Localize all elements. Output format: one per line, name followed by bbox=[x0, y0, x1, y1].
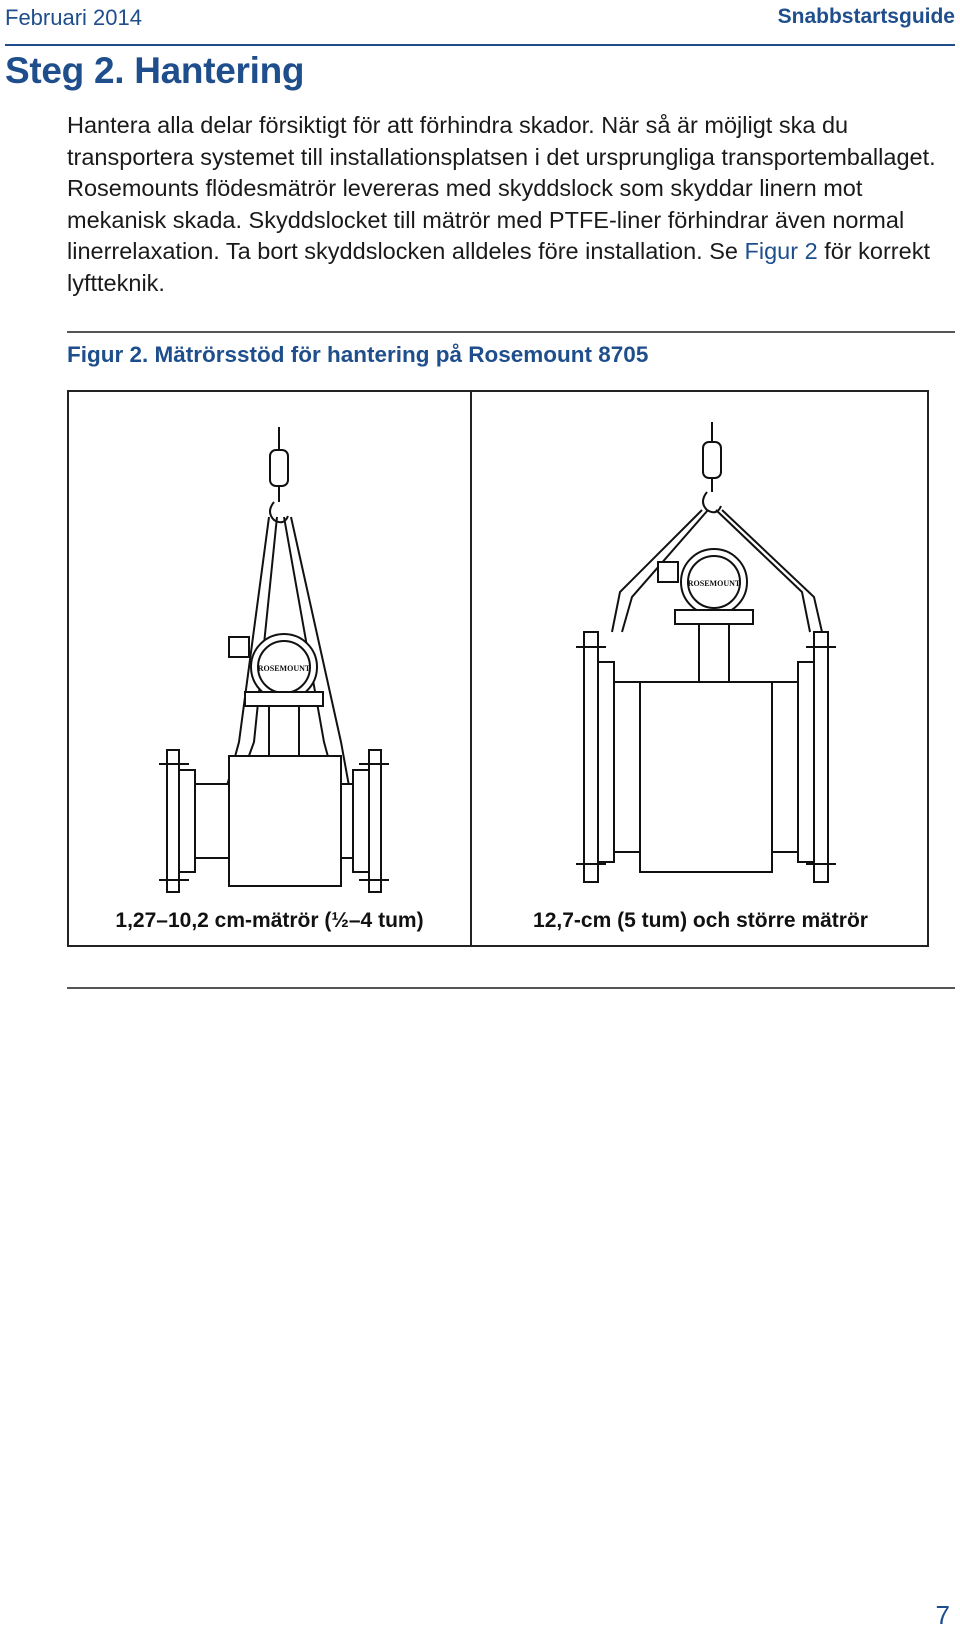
figure-panel-divider bbox=[470, 392, 472, 945]
small-meter-brand-text: ROSEMOUNT bbox=[258, 664, 311, 673]
figure-caption: Figur 2. Mätrörsstöd för hantering på Ro… bbox=[67, 342, 649, 367]
figure-reference-link[interactable]: Figur 2 bbox=[744, 238, 818, 264]
small-meter-lifting-illustration: ROSEMOUNT bbox=[159, 427, 389, 893]
section-title: Steg 2. Hantering bbox=[5, 50, 305, 91]
large-meter-lifting-illustration: ROSEMOUNT bbox=[576, 422, 836, 883]
large-meter-brand-text: ROSEMOUNT bbox=[688, 579, 741, 588]
figure-panel-small: ROSEMOUNT 1,27–10,2 cm-mätrör (½–4 tum) bbox=[69, 392, 470, 945]
body-text-start: Hantera alla delar försiktigt för att fö… bbox=[67, 112, 936, 264]
page-number: 7 bbox=[935, 1600, 950, 1630]
body-paragraph: Hantera alla delar försiktigt för att fö… bbox=[67, 110, 947, 299]
figure-frame: ROSEMOUNT 1,27–10,2 cm-mätrör (½–4 tum) bbox=[67, 390, 929, 947]
body-text-end: för korrekt lyftteknik. bbox=[67, 238, 930, 296]
header-guide-title: Snabbstartsguide bbox=[777, 5, 955, 28]
small-meter-label: 1,27–10,2 cm-mätrör (½–4 tum) bbox=[115, 909, 424, 932]
figure-bottom-rule bbox=[67, 987, 955, 989]
header-rule bbox=[5, 44, 955, 46]
large-meter-label: 12,7-cm (5 tum) och större mätrör bbox=[533, 909, 868, 932]
figure-panel-large: ROSEMOUNT 12,7-cm (5 tum) och större mät… bbox=[472, 392, 929, 945]
figure-top-rule bbox=[67, 331, 955, 333]
header-date: Februari 2014 bbox=[5, 5, 142, 30]
